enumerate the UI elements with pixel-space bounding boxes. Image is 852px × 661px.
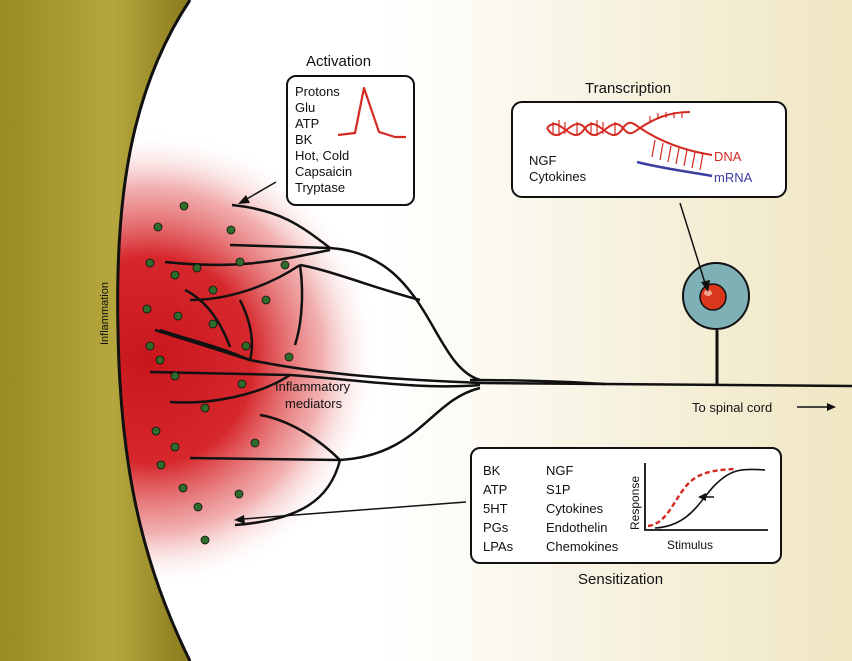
sensitization-item-bk: BK	[483, 463, 501, 478]
activation-item-hot-cold: Hot, Cold	[295, 148, 349, 163]
transcription-title: Transcription	[585, 80, 671, 97]
graph-xlabel: Stimulus	[667, 538, 713, 552]
tissue-border	[116, 0, 192, 661]
sensitization-item-pgs: PGs	[483, 520, 509, 535]
nucleus-highlight	[704, 290, 712, 296]
activation-item-atp: ATP	[295, 116, 319, 131]
mrna-strand	[636, 160, 713, 178]
activation-title: Activation	[306, 53, 371, 70]
arrow-right-icon	[797, 403, 836, 411]
mrna-label: mRNA	[714, 170, 753, 185]
dna-helix-icon	[546, 111, 713, 171]
graph-ylabel: Response	[628, 476, 642, 530]
sensitization-box	[470, 447, 782, 564]
activation-item-capsaicin: Capsaicin	[295, 164, 352, 179]
sensitization-item-endothelin: Endothelin	[546, 520, 607, 535]
sensitization-title: Sensitization	[578, 571, 663, 588]
activation-item-glu: Glu	[295, 100, 315, 115]
sensitization-arrow	[234, 501, 467, 524]
sensitization-item-5ht: 5HT	[483, 501, 508, 516]
sensitization-item-chemokines: Chemokines	[546, 539, 619, 554]
inflammatory-mediators-label-1: Inflammatory	[275, 379, 351, 394]
transcription-item-ngf: NGF	[529, 153, 557, 168]
activation-box	[286, 75, 415, 206]
sensitization-item-atp: ATP	[483, 482, 507, 497]
stimulus-response-graph: Response Stimulus	[628, 463, 768, 552]
activation-arrow	[238, 181, 277, 204]
dna-label: DNA	[714, 149, 742, 164]
activation-item-tryptase: Tryptase	[295, 180, 345, 195]
inflammatory-mediators-label-2: mediators	[285, 396, 343, 411]
transcription-item-cytokines: Cytokines	[529, 169, 587, 184]
mediator-dots	[142, 201, 294, 545]
activation-item-protons: Protons	[295, 84, 340, 99]
transcription-box	[511, 101, 787, 198]
nucleus	[699, 283, 727, 311]
inflammation-label: Inflammation	[99, 282, 111, 345]
sensitization-item-cytokines: Cytokines	[546, 501, 604, 516]
sensitization-item-lpas: LPAs	[483, 539, 514, 554]
sensitization-item-ngf: NGF	[546, 463, 574, 478]
action-potential-curve	[337, 86, 406, 139]
transcription-arrow	[679, 202, 710, 292]
tissue-band	[0, 0, 190, 661]
to-spinal-cord-label: To spinal cord	[692, 400, 772, 415]
sensitization-item-s1p: S1P	[546, 482, 571, 497]
activation-item-bk: BK	[295, 132, 313, 147]
nerve-fiber	[149, 203, 852, 527]
